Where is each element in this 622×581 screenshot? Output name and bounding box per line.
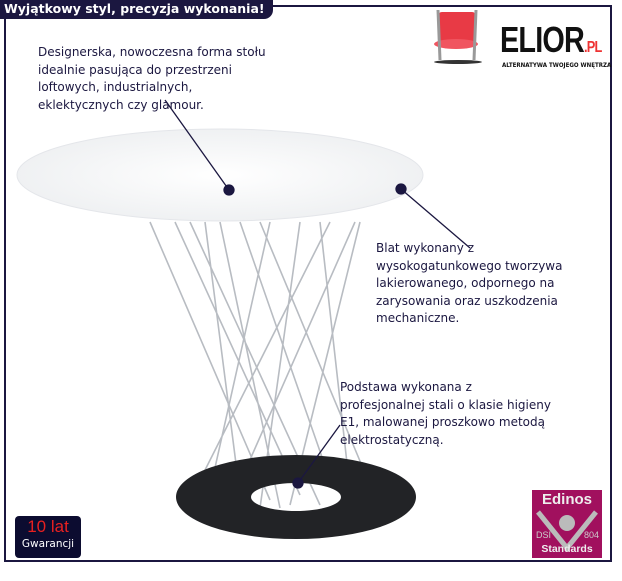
marker-dot bbox=[223, 184, 235, 196]
annotation-design: Designerska, nowoczesna forma stołu idea… bbox=[38, 45, 266, 112]
brand-suffix: .PL bbox=[584, 39, 602, 56]
cert-emblem-icon bbox=[536, 510, 598, 552]
cert-name: Edinos bbox=[541, 491, 592, 508]
edinos-badge: Edinos DSI 804 Standards bbox=[532, 490, 602, 558]
cert-left: DSI bbox=[536, 530, 552, 540]
chair-logo-icon bbox=[434, 9, 482, 64]
warranty-label: Gwarancji bbox=[21, 538, 75, 550]
header-title: Wyjątkowy styl, precyzja wykonania! bbox=[0, 0, 273, 19]
marker-dot bbox=[292, 477, 304, 489]
warranty-years: 10 lat bbox=[27, 517, 69, 536]
cert-footer: Standards bbox=[541, 543, 593, 555]
table-legs bbox=[149, 221, 371, 509]
annotation-base: Podstawa wykonana z profesjonalnej stali… bbox=[340, 380, 551, 447]
table-top bbox=[16, 128, 424, 222]
annotation-top: Blat wykonany z wysokogatunkowego tworzy… bbox=[376, 241, 563, 325]
brand-name: ELIOR bbox=[500, 19, 585, 60]
brand-tagline: ALTERNATYWA TWOJEGO WNĘTRZA bbox=[502, 61, 612, 69]
marker-dot bbox=[395, 183, 407, 195]
warranty-badge: 10 lat Gwarancji bbox=[15, 516, 81, 558]
brand-logo: ELIOR.PL bbox=[500, 22, 602, 58]
cert-right: 804 bbox=[583, 530, 599, 540]
table-base bbox=[176, 455, 416, 539]
image-frame bbox=[4, 5, 612, 562]
